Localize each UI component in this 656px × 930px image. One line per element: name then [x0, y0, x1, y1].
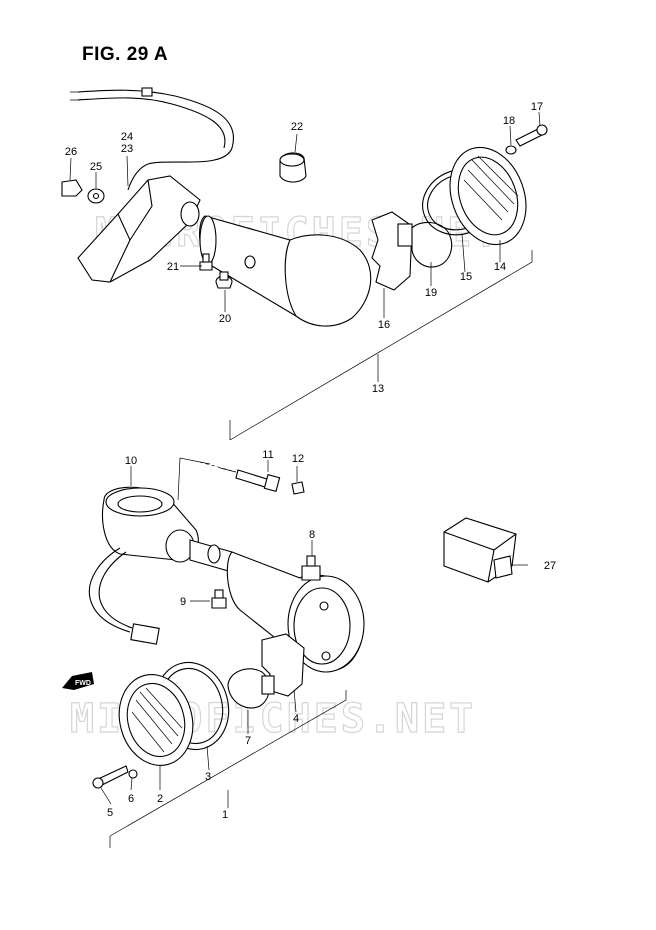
callout-6: 6: [128, 793, 134, 805]
callout-27: 27: [544, 560, 556, 572]
lens-lower: [118, 674, 194, 766]
svg-text:FWD: FWD: [75, 680, 91, 687]
screw-9: [211, 597, 227, 609]
callout-19: 19: [425, 287, 437, 299]
forward-direction-marker: FWD: [62, 672, 94, 690]
callout-8: 8: [309, 529, 315, 541]
callout-16: 16: [378, 319, 390, 331]
callout-17: 17: [531, 101, 543, 113]
callout-22: 22: [291, 121, 303, 133]
callout-5: 5: [107, 807, 113, 819]
callout-26: 26: [65, 146, 77, 158]
washer-18: [505, 145, 517, 155]
assembly-bracket-1: [109, 690, 347, 848]
callout-2: 2: [157, 793, 163, 805]
callout-13: 13: [372, 383, 384, 395]
callout-20: 20: [219, 313, 231, 325]
bolt-26: [61, 179, 83, 197]
wire-harness-lower: [88, 547, 131, 633]
upper-turn-signal-assembly: [61, 87, 548, 441]
screw-8: [301, 565, 321, 581]
assembly-bracket-13: [229, 250, 533, 441]
callout-1: 1: [222, 809, 228, 821]
callout-10: 10: [125, 455, 137, 467]
callout-3: 3: [205, 771, 211, 783]
callout-12: 12: [292, 453, 304, 465]
callout-9: 9: [180, 596, 186, 608]
callout-4: 4: [293, 713, 299, 725]
callout-24: 24: [121, 131, 133, 143]
figure-title: FIG. 29 A: [82, 44, 169, 65]
leader-lines: [69, 111, 541, 808]
washer-12: [291, 481, 305, 495]
callout-labels: 1 2 3 4 5 6 7 8 9 10 11 12 13 14 15 16 1…: [65, 101, 556, 821]
connector: [130, 623, 160, 645]
callout-25: 25: [90, 161, 102, 173]
callout-14: 14: [494, 261, 506, 273]
callout-18: 18: [503, 115, 515, 127]
callout-23: 23: [121, 143, 133, 155]
lower-turn-signal-assembly: FWD: [62, 457, 517, 848]
washer-6: [128, 769, 138, 779]
bulb-upper: [411, 221, 453, 268]
callout-15: 15: [460, 271, 472, 283]
callout-7: 7: [245, 735, 251, 747]
washer-25: [87, 188, 105, 204]
wire-harness-upper: [77, 89, 234, 191]
callout-21: 21: [167, 261, 179, 273]
callout-11: 11: [262, 449, 273, 461]
